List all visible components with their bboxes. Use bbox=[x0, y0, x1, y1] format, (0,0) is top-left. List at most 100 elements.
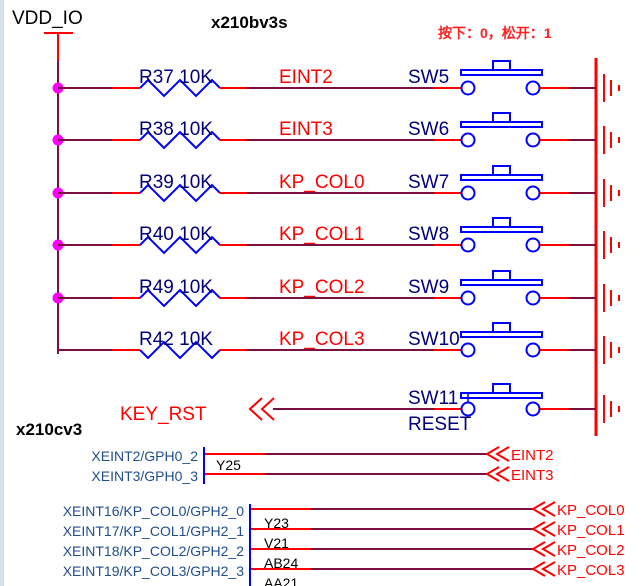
switch-button bbox=[492, 270, 511, 280]
switch-contact bbox=[525, 290, 541, 306]
switch-actuator bbox=[460, 331, 543, 338]
switch-contact bbox=[460, 342, 476, 358]
ball-label: Y23 bbox=[264, 515, 289, 531]
switch-contact bbox=[525, 342, 541, 358]
switch-ref: SW8 bbox=[408, 224, 449, 245]
switch-contact bbox=[460, 80, 476, 96]
window-edge bbox=[0, 0, 4, 586]
ground-symbol bbox=[603, 231, 620, 259]
switch-contact bbox=[460, 237, 476, 253]
ground-symbol bbox=[603, 179, 620, 207]
switch-button bbox=[492, 165, 511, 175]
pushbutton-switch bbox=[460, 112, 543, 148]
vdd-label: VDD_IO bbox=[12, 8, 83, 29]
ball-label: V21 bbox=[264, 535, 289, 551]
resistor-ref: R39 10K bbox=[139, 172, 213, 193]
resistor-symbol bbox=[139, 130, 221, 150]
offpage-arrow-icon bbox=[248, 397, 263, 421]
net-label: KP_COL0 bbox=[279, 172, 365, 193]
switch-button bbox=[492, 60, 511, 70]
key-rst-net-label: KEY_RST bbox=[120, 404, 207, 425]
reset-switch-label: RESET bbox=[408, 414, 472, 435]
net-label: KP_COL2 bbox=[557, 542, 625, 559]
switch-button bbox=[492, 322, 511, 332]
switch-actuator bbox=[460, 279, 543, 286]
switch-contact bbox=[460, 132, 476, 148]
switch-actuator bbox=[460, 226, 543, 233]
offpage-arrow-icon bbox=[531, 521, 546, 537]
resistor-ref: R38 10K bbox=[139, 119, 213, 140]
pushbutton-switch bbox=[460, 270, 543, 306]
ball-label: AA21 bbox=[264, 575, 298, 586]
resistor-ref: R37 10K bbox=[139, 67, 213, 88]
reset-switch-ref: SW11 bbox=[408, 388, 458, 409]
offpage-arrow-icon bbox=[541, 541, 556, 557]
offpage-arrow-icon bbox=[531, 541, 546, 557]
resistor-ref: R42 10K bbox=[139, 329, 213, 350]
ground-symbol bbox=[603, 395, 620, 423]
chip-pin-name: XEINT3/GPH0_3 bbox=[91, 468, 198, 484]
net-label: KP_COL3 bbox=[557, 562, 625, 579]
offpage-arrow-icon bbox=[485, 466, 500, 482]
switch-row: R40 10K KP_COL1 SW8 bbox=[52, 217, 620, 259]
resistor-ref: R40 10K bbox=[139, 224, 213, 245]
offpage-arrow-icon bbox=[531, 501, 546, 517]
reset-switch bbox=[460, 383, 543, 417]
pushbutton-switch bbox=[460, 60, 543, 96]
offpage-arrow-icon bbox=[485, 446, 500, 462]
ball-label: Y25 bbox=[216, 457, 241, 473]
offpage-arrow-icon bbox=[541, 521, 556, 537]
chip-label-top: x210bv3s bbox=[211, 13, 288, 32]
switch-contact bbox=[525, 237, 541, 253]
net-label: EINT2 bbox=[511, 447, 554, 464]
ground-symbol bbox=[603, 74, 620, 102]
switch-contact bbox=[525, 80, 541, 96]
switch-ref: SW7 bbox=[408, 172, 449, 193]
offpage-arrow-icon bbox=[531, 561, 546, 577]
resistor-symbol bbox=[139, 235, 221, 255]
switch-button bbox=[492, 217, 511, 227]
switch-row: R38 10K EINT3 SW6 bbox=[52, 112, 620, 154]
switch-ref: SW6 bbox=[408, 119, 449, 140]
pushbutton-switch bbox=[460, 322, 543, 358]
net-label: EINT3 bbox=[511, 467, 554, 484]
net-label: KP_COL1 bbox=[557, 522, 625, 539]
chip-pin-name: XEINT16/KP_COL0/GPH2_0 bbox=[63, 503, 245, 519]
switch-button bbox=[492, 112, 511, 122]
offpage-arrow-icon bbox=[495, 446, 510, 462]
chip-label-bottom: x210cv3 bbox=[16, 420, 82, 439]
offpage-arrow-icon bbox=[495, 466, 510, 482]
net-label: EINT3 bbox=[279, 119, 333, 140]
switch-contact bbox=[460, 185, 476, 201]
net-label: KP_COL3 bbox=[279, 329, 365, 350]
chip-pin-name: XEINT18/KP_COL2/GPH2_2 bbox=[63, 543, 245, 559]
switch-actuator bbox=[460, 69, 543, 76]
offpage-arrow-icon bbox=[541, 501, 556, 517]
offpage-arrow-icon bbox=[260, 397, 275, 421]
vdd-power-symbol bbox=[44, 32, 73, 61]
ground-symbol bbox=[603, 284, 620, 312]
switch-actuator bbox=[460, 174, 543, 181]
switch-actuator bbox=[460, 121, 543, 128]
switch-contact bbox=[525, 132, 541, 148]
resistor-ref: R49 10K bbox=[139, 277, 213, 298]
resistor-symbol bbox=[139, 78, 221, 98]
chip-pin-name: XEINT19/KP_COL3/GPH2_3 bbox=[63, 563, 245, 579]
chip-pin-name: XEINT2/GPH0_2 bbox=[91, 448, 198, 464]
resistor-symbol bbox=[139, 183, 221, 203]
offpage-arrow-icon bbox=[541, 561, 556, 577]
switch-contact bbox=[460, 290, 476, 306]
resistor-symbol bbox=[139, 288, 221, 308]
net-label: KP_COL0 bbox=[557, 502, 625, 519]
switch-ref: SW9 bbox=[408, 277, 449, 298]
switch-contact bbox=[525, 185, 541, 201]
ball-label: AB24 bbox=[264, 555, 298, 571]
net-label: KP_COL1 bbox=[279, 224, 365, 245]
switch-row: R39 10K KP_COL0 SW7 bbox=[52, 165, 620, 207]
reset-row bbox=[248, 383, 620, 423]
ground-symbol bbox=[603, 126, 620, 154]
